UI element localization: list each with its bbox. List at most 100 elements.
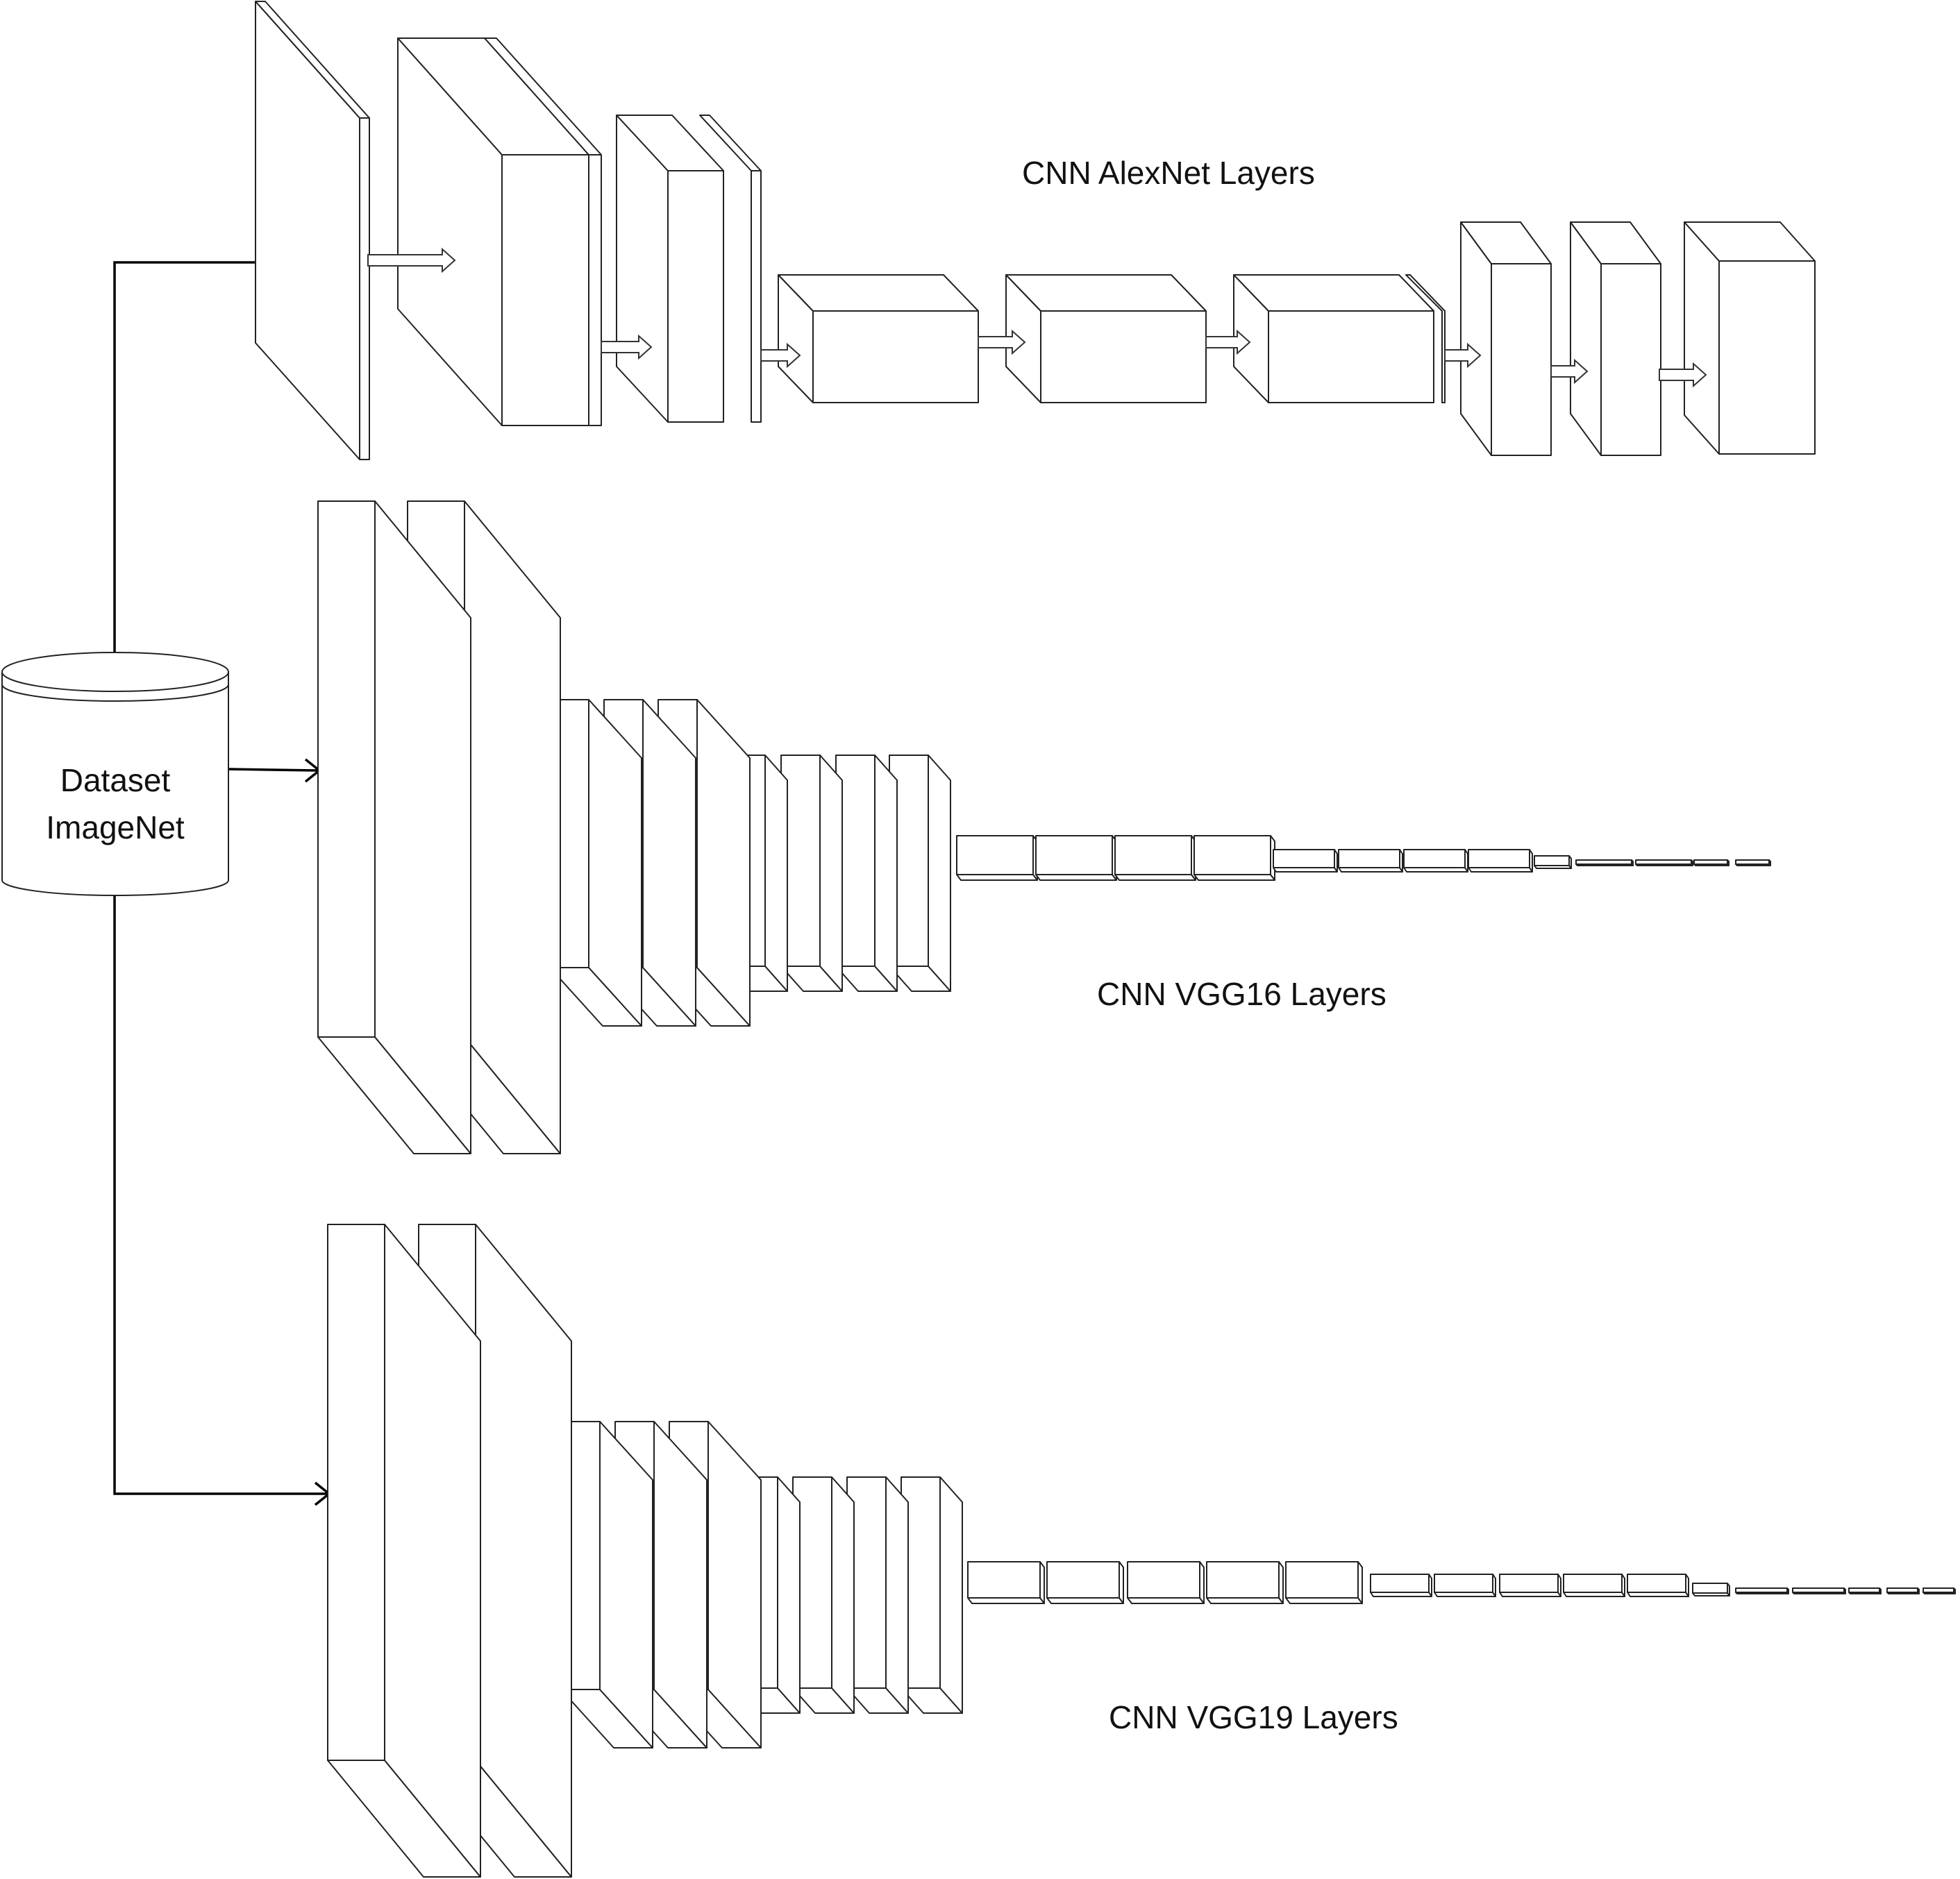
vgg19-stage4-3 <box>1127 1561 1205 1604</box>
vgg16-stage4-1-bottom <box>956 874 1038 881</box>
vgg16-stage3-c-side <box>874 755 898 992</box>
vgg19-stage4-2 <box>1046 1561 1124 1604</box>
vgg16-stage4-2 <box>1035 835 1117 881</box>
dataset-label-line2: ImageNet <box>46 809 185 845</box>
vgg19-stage5-4-front <box>1563 1574 1623 1593</box>
dataset-cylinder: Dataset ImageNet <box>1 652 229 896</box>
alexnet-conv3-layer-front <box>812 310 979 403</box>
vgg16-pool5 <box>1534 855 1572 869</box>
vgg16-stage5-4-front <box>1468 849 1530 868</box>
vgg19-stage5-1 <box>1370 1574 1432 1597</box>
vgg19-label: CNN VGG19 Layers <box>1109 1699 1398 1735</box>
alexnet-label: CNN AlexNet Layers <box>1022 155 1315 191</box>
vgg16-stage2-a-side <box>588 699 642 1027</box>
alexnet-conv1-slab2-front <box>588 154 602 426</box>
cylinder-body <box>1 672 229 896</box>
vgg19-stage5-1-front <box>1370 1574 1430 1593</box>
vgg19-stage5-5 <box>1627 1574 1689 1597</box>
alexnet-flow-1-shape <box>367 247 456 273</box>
vgg19-stage1-a <box>327 1224 481 1878</box>
vgg16-stage2-a <box>549 699 642 1027</box>
vgg19-stage3-d <box>901 1476 963 1714</box>
vgg19-stage2-a-side <box>599 1421 653 1749</box>
vgg19-fc-5-front <box>1923 1587 1954 1593</box>
vgg16-fc-4 <box>1735 859 1771 866</box>
vgg19-stage4-5-front <box>1285 1561 1359 1599</box>
alexnet-flow-8 <box>1659 362 1707 388</box>
vgg16-stage3-d <box>889 755 951 992</box>
vgg16-stage4-2-bottom <box>1035 874 1117 881</box>
vgg19-stage5-2 <box>1434 1574 1496 1597</box>
vgg19-pool5 <box>1692 1583 1730 1596</box>
vgg19-stage3-c-side <box>885 1476 909 1714</box>
vgg16-stage2-b-side <box>642 699 696 1027</box>
vgg19-stage5-2-front <box>1434 1574 1493 1593</box>
vgg16-stage4-3-bottom <box>1114 874 1196 881</box>
vgg19-stage4-4-front <box>1206 1561 1280 1599</box>
vgg16-fc-3-front <box>1693 859 1728 865</box>
vgg19-stage4-3-bottom <box>1127 1597 1205 1604</box>
vgg19-stage3-b-side <box>831 1476 855 1714</box>
vgg19-stage3-c <box>846 1476 909 1714</box>
alexnet-input-layer-left <box>255 1 360 460</box>
alexnet-conv5-slab2 <box>1405 274 1446 403</box>
vgg16-fc-1-front <box>1575 859 1632 865</box>
vgg16-fc-3 <box>1693 859 1729 866</box>
vgg16-stage4-1-front <box>956 835 1034 875</box>
vgg16-stage4-4-bottom <box>1193 874 1275 881</box>
vgg19-stage4-1-front <box>967 1561 1041 1599</box>
vgg19-stage4-4 <box>1206 1561 1284 1604</box>
vgg19-stage5-4 <box>1563 1574 1625 1597</box>
cylinder-top <box>1 652 229 692</box>
vgg19-stage4-3-front <box>1127 1561 1200 1599</box>
vgg19-network <box>327 1224 1956 1878</box>
alexnet-conv3-layer <box>778 274 979 403</box>
vgg19-stage3-b <box>792 1476 855 1714</box>
alexnet-flow-7 <box>1550 358 1589 385</box>
alexnet-flow-4 <box>978 329 1026 355</box>
alexnet-flow-3 <box>760 342 801 369</box>
alexnet-fc8-layer <box>1684 221 1816 455</box>
vgg16-pool5-front <box>1534 855 1570 866</box>
alexnet-flow-5-shape <box>1205 329 1251 355</box>
vgg19-stage4-1-bottom <box>967 1597 1045 1604</box>
alexnet-flow-2-shape <box>601 334 653 360</box>
alexnet-flow-1 <box>367 247 456 273</box>
vgg16-stage3-d-side <box>928 755 951 992</box>
alexnet-conv5-layer <box>1233 274 1434 403</box>
vgg16-stage4-1 <box>956 835 1038 881</box>
vgg19-stage4-2-front <box>1046 1561 1120 1599</box>
vgg16-stage4-4 <box>1193 835 1275 881</box>
vgg19-stage5-3 <box>1499 1574 1561 1597</box>
vgg16-stage4-4-front <box>1193 835 1271 875</box>
vgg16-fc-1 <box>1575 859 1634 866</box>
vgg16-stage5-2-front <box>1338 849 1400 868</box>
alexnet-flow-2 <box>601 334 653 360</box>
vgg16-stage4-2-front <box>1035 835 1113 875</box>
vgg16-stage5-2 <box>1338 849 1403 873</box>
alexnet-conv4-layer <box>1005 274 1207 403</box>
vgg16-fc-2 <box>1635 859 1693 866</box>
vgg16-fc-2-front <box>1635 859 1692 865</box>
vgg19-stage2-b-side <box>653 1421 707 1749</box>
alexnet-fc8-layer-front <box>1718 260 1816 455</box>
vgg16-stage2-c-side <box>696 699 751 1027</box>
vgg19-stage4-5 <box>1285 1561 1363 1604</box>
vgg16-fc-4-front <box>1735 859 1770 865</box>
vgg19-stage5-5-front <box>1627 1574 1686 1593</box>
vgg19-stage3-a-side <box>777 1476 801 1714</box>
vgg19-pool5-front <box>1692 1583 1728 1594</box>
alexnet-conv2-layer-front <box>667 170 724 423</box>
vgg16-stage5-1 <box>1273 849 1338 873</box>
vgg16-label: CNN VGG16 Layers <box>1097 976 1387 1012</box>
alexnet-fc8-layer-left <box>1684 221 1720 455</box>
vgg16-stage4-3 <box>1114 835 1196 881</box>
vgg16-stage4-3-front <box>1114 835 1192 875</box>
alexnet-conv4-layer-top <box>1005 274 1207 312</box>
alexnet-conv5-layer-front <box>1268 310 1434 403</box>
alexnet-flow-3-shape <box>760 342 801 369</box>
vgg19-stage4-4-bottom <box>1206 1597 1284 1604</box>
vgg19-fc-2-front <box>1792 1587 1845 1593</box>
alexnet-fc7-layer-front <box>1600 263 1661 456</box>
